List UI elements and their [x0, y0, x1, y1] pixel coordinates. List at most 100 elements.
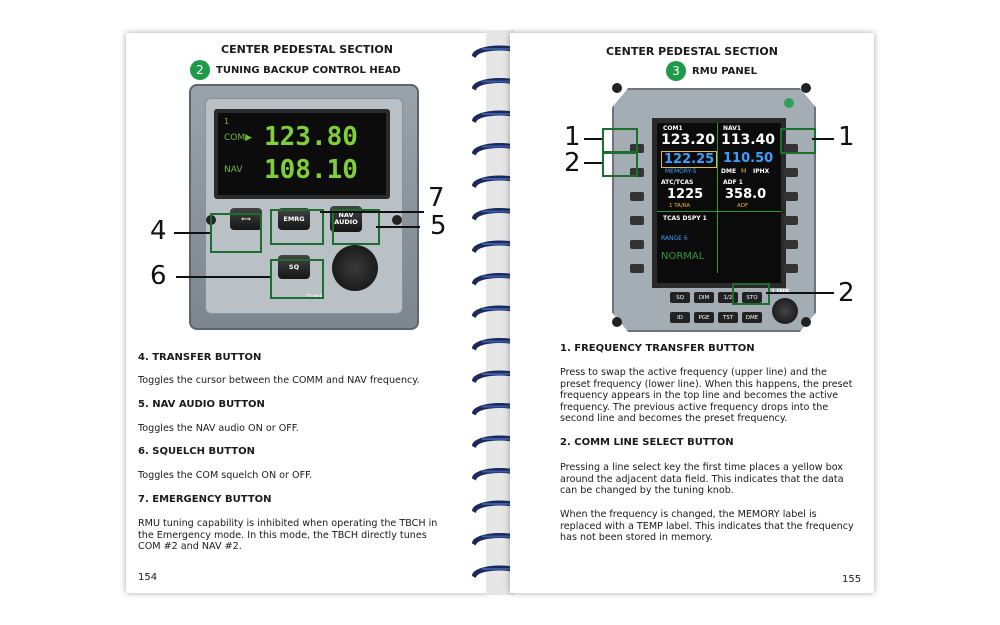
callout-box-line-select [602, 151, 638, 177]
spiral-highlight [482, 178, 518, 180]
key-id[interactable]: ID [670, 312, 690, 323]
spiral-highlight [482, 243, 518, 245]
display-divider [717, 123, 718, 273]
callout-box-squelch [270, 259, 324, 299]
callout-box-transfer-left [602, 128, 638, 154]
tuning-knob[interactable] [772, 298, 798, 324]
line-select-key-left[interactable] [630, 216, 644, 225]
dme-hold: H [741, 167, 747, 175]
spiral-highlight [482, 405, 518, 408]
section-badge: 2 [190, 60, 210, 80]
callout-box-emergency [270, 209, 324, 245]
spiral-highlight [482, 340, 518, 343]
callout-number: 1 [564, 122, 581, 152]
atc-code: 1225 [667, 187, 704, 202]
com-active-frequency: 123.20 [661, 132, 716, 148]
memory-label: MEMORY-5 [665, 168, 697, 175]
section-badge: 3 [666, 61, 686, 81]
spiral-highlight [482, 438, 518, 440]
rmu-display: COM1 NAV1 123.20 113.40 122.25 110.50 ME… [652, 118, 786, 288]
callout-line [320, 211, 424, 213]
callout-number: 2 [838, 278, 855, 308]
emergency-button[interactable]: EMRG [278, 208, 310, 230]
key-dim[interactable]: DIM [694, 292, 714, 303]
spiral-highlight [482, 535, 518, 538]
callout-number: 2 [564, 148, 581, 178]
panel-screw [392, 215, 402, 225]
section-body: Toggles the COM squelch ON or OFF. [138, 470, 313, 481]
subtitle-text: TUNING BACKUP CONTROL HEAD [216, 64, 401, 76]
page-number: 154 [138, 572, 158, 583]
line-select-key-left[interactable] [630, 240, 644, 249]
panel-screw [612, 83, 622, 93]
key-pge[interactable]: PGE [694, 312, 714, 323]
callout-box-sto [732, 283, 770, 305]
spiral-highlight [482, 48, 518, 50]
line-select-key-right[interactable] [784, 264, 798, 273]
line-select-key-right[interactable] [784, 144, 798, 153]
page-header: CENTER PEDESTAL SECTION [606, 45, 778, 58]
key-half[interactable]: 1/2 [718, 292, 738, 303]
left-page: CENTER PEDESTAL SECTION 2 TUNING BACKUP … [126, 33, 488, 593]
key-dme[interactable]: DME [742, 312, 762, 323]
section-title: 1. FREQUENCY TRANSFER BUTTON [560, 343, 755, 354]
callout-line [174, 232, 210, 234]
callout-number: 7 [428, 183, 445, 213]
normal-label: NORMAL [661, 251, 705, 262]
ta-ra-label: 1 TA/RA [669, 203, 691, 209]
tbch-display: 1 COM▶ 123.80 NAV 108.10 [214, 109, 390, 199]
com-preset-frequency: 122.25 [661, 151, 718, 168]
spiral-highlight [482, 145, 518, 148]
line-indicator: 1 [224, 117, 230, 126]
callout-line [176, 276, 270, 278]
display-divider [657, 211, 781, 212]
line-select-key-left[interactable] [630, 192, 644, 201]
callout-number: 5 [430, 211, 447, 241]
spiral-highlight [482, 113, 518, 115]
callout-line [584, 138, 602, 140]
tune-knob[interactable] [332, 245, 378, 291]
section-title: 5. NAV AUDIO BUTTON [138, 399, 265, 410]
panel-screw [801, 317, 811, 327]
callout-box-nav-audio [332, 209, 380, 245]
line-select-key-left[interactable] [630, 264, 644, 273]
section-title: 2. COMM LINE SELECT BUTTON [560, 437, 734, 448]
section-title: 4. TRANSFER BUTTON [138, 352, 262, 363]
spiral-highlight [482, 373, 518, 375]
callout-number: 1 [838, 122, 855, 152]
callout-line [812, 138, 834, 140]
spiral-highlight [482, 503, 518, 505]
adf-mode-label: ADF [737, 203, 749, 209]
nav-preset-frequency: 110.50 [723, 151, 774, 166]
line-select-key-right[interactable] [784, 168, 798, 177]
key-sq[interactable]: SQ [670, 292, 690, 303]
dme-label: DME [721, 168, 737, 175]
section-body: Toggles the cursor between the COMM and … [138, 375, 420, 386]
spiral-highlight [482, 308, 518, 310]
panel-screw [801, 83, 811, 93]
right-page: CENTER PEDESTAL SECTION 3 RMU PANEL COM1… [510, 33, 874, 593]
line-select-key-right[interactable] [784, 216, 798, 225]
spiral-highlight [482, 568, 518, 570]
spiral-highlight [482, 210, 518, 213]
section-body: RMU tuning capability is inhibited when … [138, 518, 438, 552]
section-title: 7. EMERGENCY BUTTON [138, 494, 272, 505]
section-body: Pressing a line select key the first tim… [560, 462, 844, 496]
line-select-key-right[interactable] [784, 240, 798, 249]
callout-line [766, 292, 834, 294]
page-header: CENTER PEDESTAL SECTION [221, 43, 393, 56]
key-tst[interactable]: TST [718, 312, 738, 323]
spiral-highlight [482, 470, 518, 473]
com-label: COM▶ [224, 133, 253, 143]
range-label: RANGE 6 [661, 235, 688, 242]
com1-label: COM1 [663, 125, 683, 132]
spiral-highlight [482, 275, 518, 278]
panel-screw [612, 317, 622, 327]
key-sto[interactable]: STO [742, 292, 762, 303]
page-number: 155 [842, 574, 862, 585]
subtitle-text: RMU PANEL [692, 65, 757, 77]
tuning-backup-control-head: 1 COM▶ 123.80 NAV 108.10 ⟷ EMRG NAV AUDI… [189, 84, 419, 330]
line-select-key-right[interactable] [784, 192, 798, 201]
section-subtitle: 3 RMU PANEL [666, 61, 757, 81]
spiral-highlight [482, 80, 518, 83]
